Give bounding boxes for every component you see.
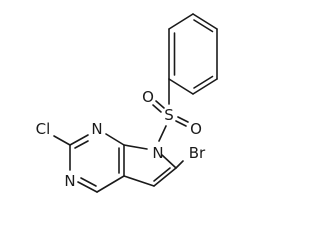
structure-svg: S O O N N N Cl Br bbox=[36, 13, 218, 193]
bond-c4-n3 bbox=[77, 181, 98, 193]
bond-c6-c5 bbox=[153, 167, 177, 187]
bond-s-o-top-b bbox=[155, 100, 165, 109]
bond-s-o-right-a bbox=[175, 120, 187, 127]
bond-c4-n3-inner bbox=[80, 177, 97, 187]
bond-ph6-ph1 bbox=[168, 78, 194, 95]
bond-c5-c4a bbox=[123, 175, 155, 187]
bond-c2-n1-inner bbox=[74, 140, 89, 149]
chlorine-atom: Cl bbox=[36, 120, 51, 138]
phenyl-ring bbox=[168, 13, 218, 95]
bond-ph5-ph6 bbox=[192, 78, 218, 95]
bond-ph5-ph6-inner bbox=[193, 75, 214, 89]
oxygen-atom-right: O bbox=[190, 120, 202, 138]
bond-c7a-n7 bbox=[123, 144, 148, 150]
sulfur-atom: S bbox=[164, 106, 174, 124]
bond-s-o-top-a bbox=[152, 104, 162, 113]
sulfonyl-group bbox=[152, 78, 189, 142]
molecule-diagram: S O O N N N Cl Br bbox=[35, 13, 218, 193]
bond-c4a-c4 bbox=[96, 175, 125, 193]
bond-c2-cl bbox=[53, 135, 71, 146]
bond-s-o-right-b bbox=[177, 116, 189, 123]
bond-c6-br bbox=[175, 160, 184, 169]
bond-c2-n1 bbox=[69, 134, 89, 146]
bond-n7-c6 bbox=[161, 154, 177, 169]
nitrogen-atom-pyrrole: N bbox=[152, 144, 163, 162]
nitrogen-atom-3: N bbox=[64, 172, 75, 190]
nitrogen-atom-1: N bbox=[91, 120, 102, 138]
bond-s-n7 bbox=[158, 125, 167, 142]
pyrimidine-ring bbox=[53, 133, 125, 193]
bond-ph3-ph4-inner bbox=[193, 19, 214, 33]
bond-ph3-ph4 bbox=[192, 13, 218, 30]
bond-ph2-ph3 bbox=[168, 13, 194, 30]
pyrrole-ring bbox=[123, 144, 177, 187]
oxygen-atom-top: O bbox=[142, 88, 154, 106]
bond-n1-c7a bbox=[105, 133, 125, 146]
bromine-atom: Br bbox=[189, 144, 206, 162]
bond-c6-c5-inner bbox=[153, 167, 171, 182]
